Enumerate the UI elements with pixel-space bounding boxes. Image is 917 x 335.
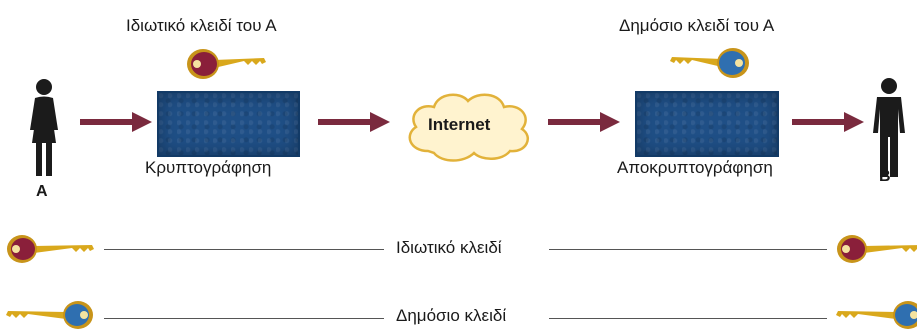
legend-public-line-right: [549, 318, 827, 319]
legend-red-key-right-icon: [837, 235, 917, 263]
arrow-internet-to-decryption: [548, 112, 620, 132]
person-a-woman-icon: [30, 79, 58, 176]
encryption-box: [157, 91, 300, 157]
arrow-encryption-to-internet: [318, 112, 390, 132]
cloud-icon: [408, 93, 529, 162]
public-key-of-a-label: Δημόσιο κλειδί του Α: [619, 16, 775, 35]
red-key-icon: [187, 49, 266, 79]
legend-private-line-right: [549, 249, 827, 250]
internet-label: Internet: [428, 115, 491, 134]
legend-private-line-left: [104, 249, 384, 250]
legend-private-label: Ιδιωτικό κλειδί: [396, 238, 502, 257]
encryption-label: Κρυπτογράφηση: [145, 158, 272, 177]
decryption-label: Αποκρυπτογράφηση: [617, 158, 773, 177]
arrow-a-to-encryption: [80, 112, 152, 132]
private-key-of-a-label: Ιδιωτικό κλειδί του Α: [126, 16, 277, 35]
person-b-label: Β: [879, 168, 891, 185]
legend-public-label: Δημόσιο κλειδί: [396, 306, 507, 325]
person-b-man-icon: [873, 78, 905, 177]
decryption-box: [635, 91, 779, 157]
legend-red-key-left-icon: [7, 235, 94, 263]
legend-public-line-left: [104, 318, 384, 319]
legend-blue-key-right-icon: [836, 301, 917, 329]
legend-blue-key-left-icon: [6, 301, 93, 329]
person-a-label: Α: [36, 183, 48, 200]
arrow-decryption-to-b: [792, 112, 864, 132]
blue-key-icon: [670, 48, 749, 78]
